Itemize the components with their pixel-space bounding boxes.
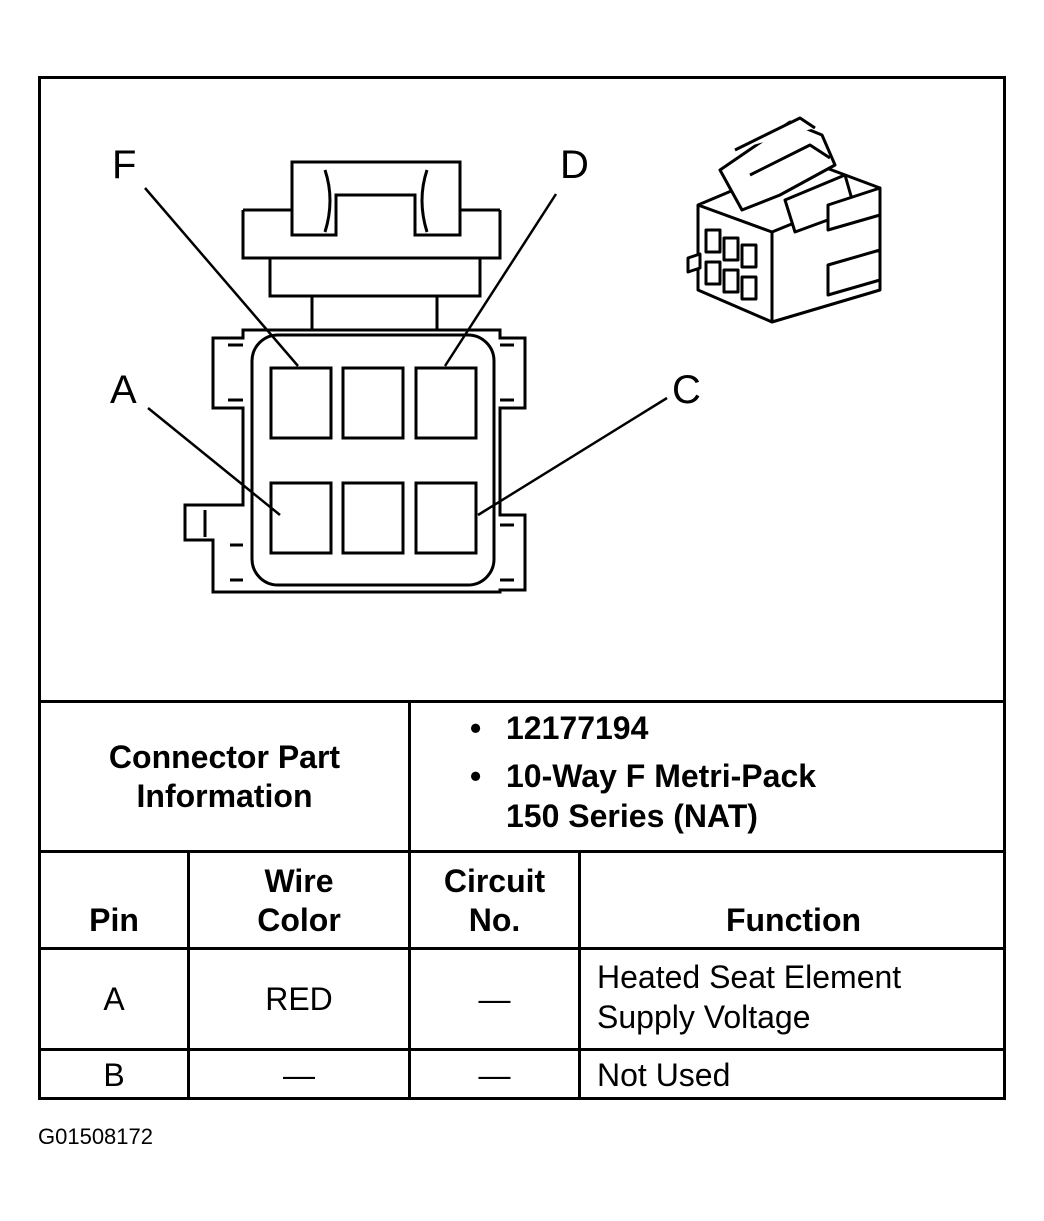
part-number: 12177194 — [506, 710, 649, 746]
divider-line — [578, 850, 581, 1100]
divider-line — [38, 947, 1006, 950]
bullet: • — [470, 710, 482, 746]
cavity-B — [341, 481, 405, 555]
connector-type: 10-Way F Metri-Pack 150 Series (NAT) — [506, 758, 817, 834]
divider-line — [38, 1048, 1006, 1051]
pin-label-F: F — [112, 143, 136, 187]
table-row-pin: A — [103, 981, 125, 1017]
figure-code: G01508172 — [38, 1124, 153, 1149]
divider-line — [408, 850, 411, 1100]
divider-line — [408, 700, 411, 850]
pin-label-C: C — [672, 368, 701, 412]
table-row-pin: B — [103, 1057, 125, 1093]
cavity-E — [341, 366, 405, 440]
connector-face-diagram: F D A C — [110, 116, 882, 594]
table-row-circuit-no: — — [478, 981, 511, 1017]
divider-line — [187, 850, 190, 1100]
cavity-A — [269, 481, 333, 555]
divider-line — [38, 700, 1006, 703]
divider-line — [38, 850, 1006, 853]
table-row-wire-color: — — [283, 1057, 315, 1093]
cavity-D — [414, 366, 478, 440]
bullet: • — [470, 758, 482, 794]
connector-body — [183, 160, 527, 594]
table-row-circuit-no: — — [478, 1057, 511, 1093]
pin-leader-lines — [144, 187, 668, 517]
connector-part-info-label: Connector Part Information — [108, 738, 341, 814]
list-item: • 12177194 — [470, 708, 990, 748]
pin-label-A: A — [110, 368, 137, 412]
list-item: • 10-Way F Metri-Pack 150 Series (NAT) — [470, 756, 990, 836]
connector-isometric-icon — [686, 116, 882, 324]
table-row-wire-color: RED — [265, 981, 333, 1017]
pin-label-D: D — [560, 143, 589, 187]
table-row-function: Heated Seat Element Supply Voltage — [597, 959, 902, 1035]
connector-part-info-list: • 12177194 • 10-Way F Metri-Pack 150 Ser… — [470, 708, 990, 836]
header-function: Function — [725, 901, 862, 938]
cavity-F — [269, 366, 333, 440]
header-wire-color: Wire Color — [257, 863, 341, 938]
table-row-function: Not Used — [597, 1057, 731, 1093]
header-circuit-no: Circuit No. — [443, 863, 546, 938]
cavity-C — [414, 481, 478, 555]
header-pin: Pin — [89, 901, 139, 938]
diagram-frame — [38, 76, 1006, 1100]
